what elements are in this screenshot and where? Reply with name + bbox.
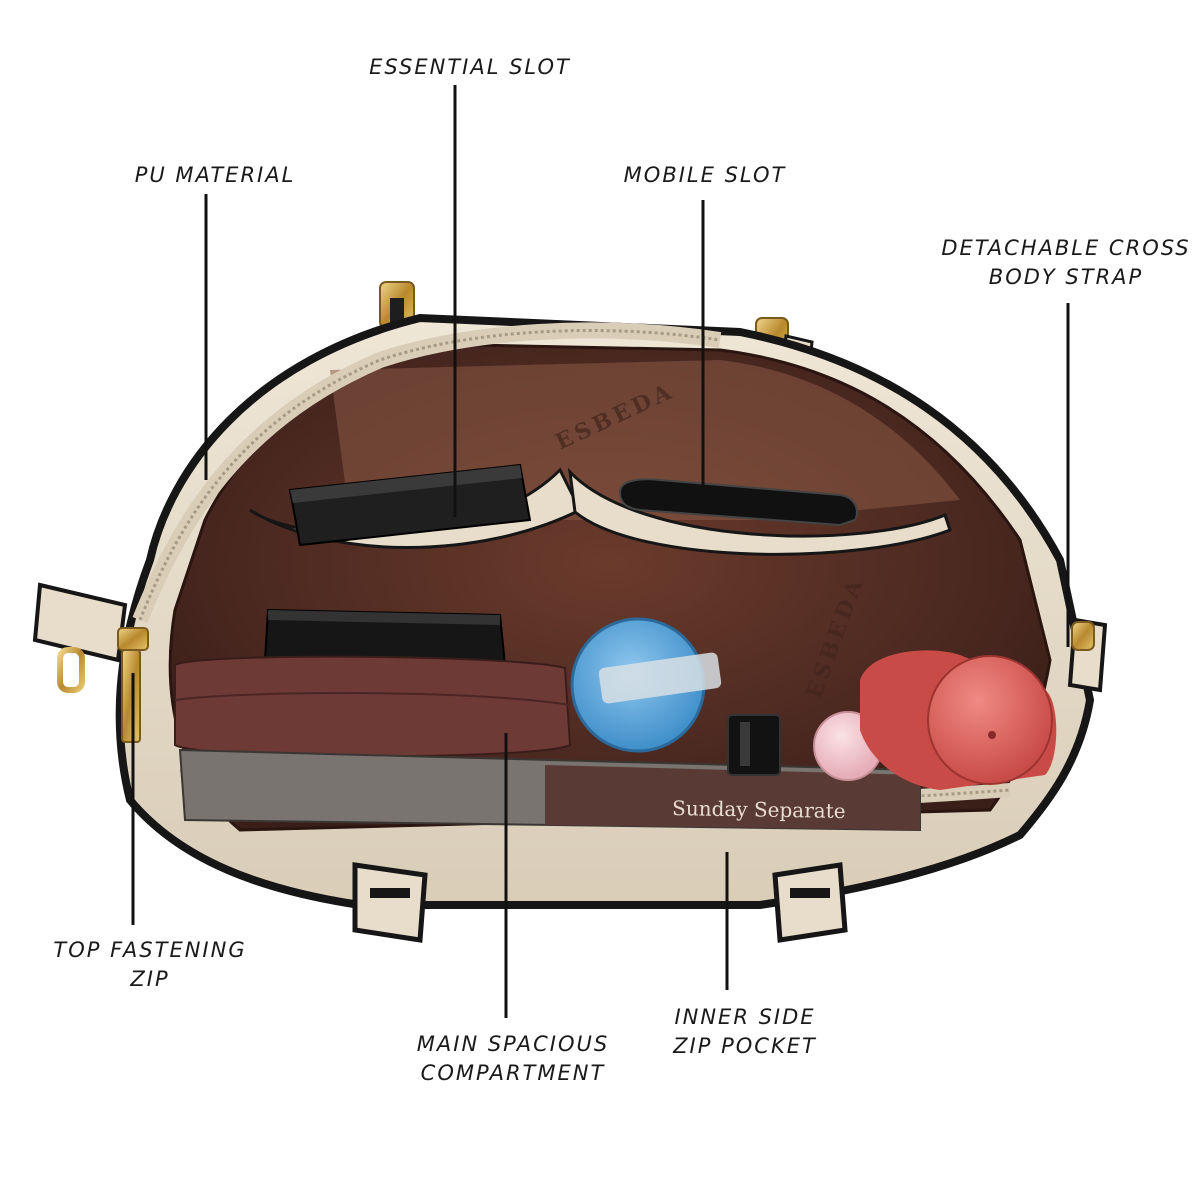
label-top-zip-line2: ZIP <box>130 967 170 991</box>
label-inner-pocket-line1: INNER SIDE <box>674 1005 816 1029</box>
label-inner-pocket-line2: ZIP POCKET <box>673 1034 817 1058</box>
label-main-compartment-line2: COMPARTMENT <box>420 1061 606 1085</box>
label-mobile-slot-text: MOBILE SLOT <box>623 163 787 187</box>
label-pu-material-text: PU MATERIAL <box>134 163 296 187</box>
label-top-zip-line1: TOP FASTENING <box>53 938 247 962</box>
label-pu-material: PU MATERIAL <box>110 161 320 190</box>
label-main-compartment-line1: MAIN SPACIOUS <box>416 1032 610 1056</box>
blue-compact-mirror <box>570 617 722 753</box>
power-bank <box>288 463 532 547</box>
left-strap-tab <box>32 582 128 693</box>
label-essential-slot: ESSENTIAL SLOT <box>350 53 590 82</box>
bottom-handle-tabs <box>352 862 848 943</box>
red-bottle <box>860 650 1057 790</box>
lipstick <box>727 714 781 776</box>
black-compact <box>263 608 507 667</box>
label-cross-body-strap-line1: DETACHABLE CROSS <box>941 236 1191 260</box>
book-title: Sunday Separate <box>672 796 846 823</box>
zipper-pull <box>117 627 149 743</box>
label-cross-body-strap-line2: BODY STRAP <box>988 265 1144 289</box>
leader-lines <box>131 85 1070 1018</box>
mobile-slot-pocket <box>567 467 952 556</box>
label-inner-pocket: INNER SIDE ZIP POCKET <box>640 1003 850 1061</box>
label-cross-body-strap: DETACHABLE CROSS BODY STRAP <box>935 234 1197 292</box>
right-strap-tab <box>1067 617 1108 693</box>
mobile-phone <box>618 478 858 527</box>
label-top-zip: TOP FASTENING ZIP <box>35 936 265 994</box>
label-main-compartment: MAIN SPACIOUS COMPARTMENT <box>400 1030 626 1088</box>
label-mobile-slot: MOBILE SLOT <box>605 161 805 190</box>
brown-wallet <box>174 655 572 758</box>
label-essential-slot-text: ESSENTIAL SLOT <box>369 55 571 79</box>
